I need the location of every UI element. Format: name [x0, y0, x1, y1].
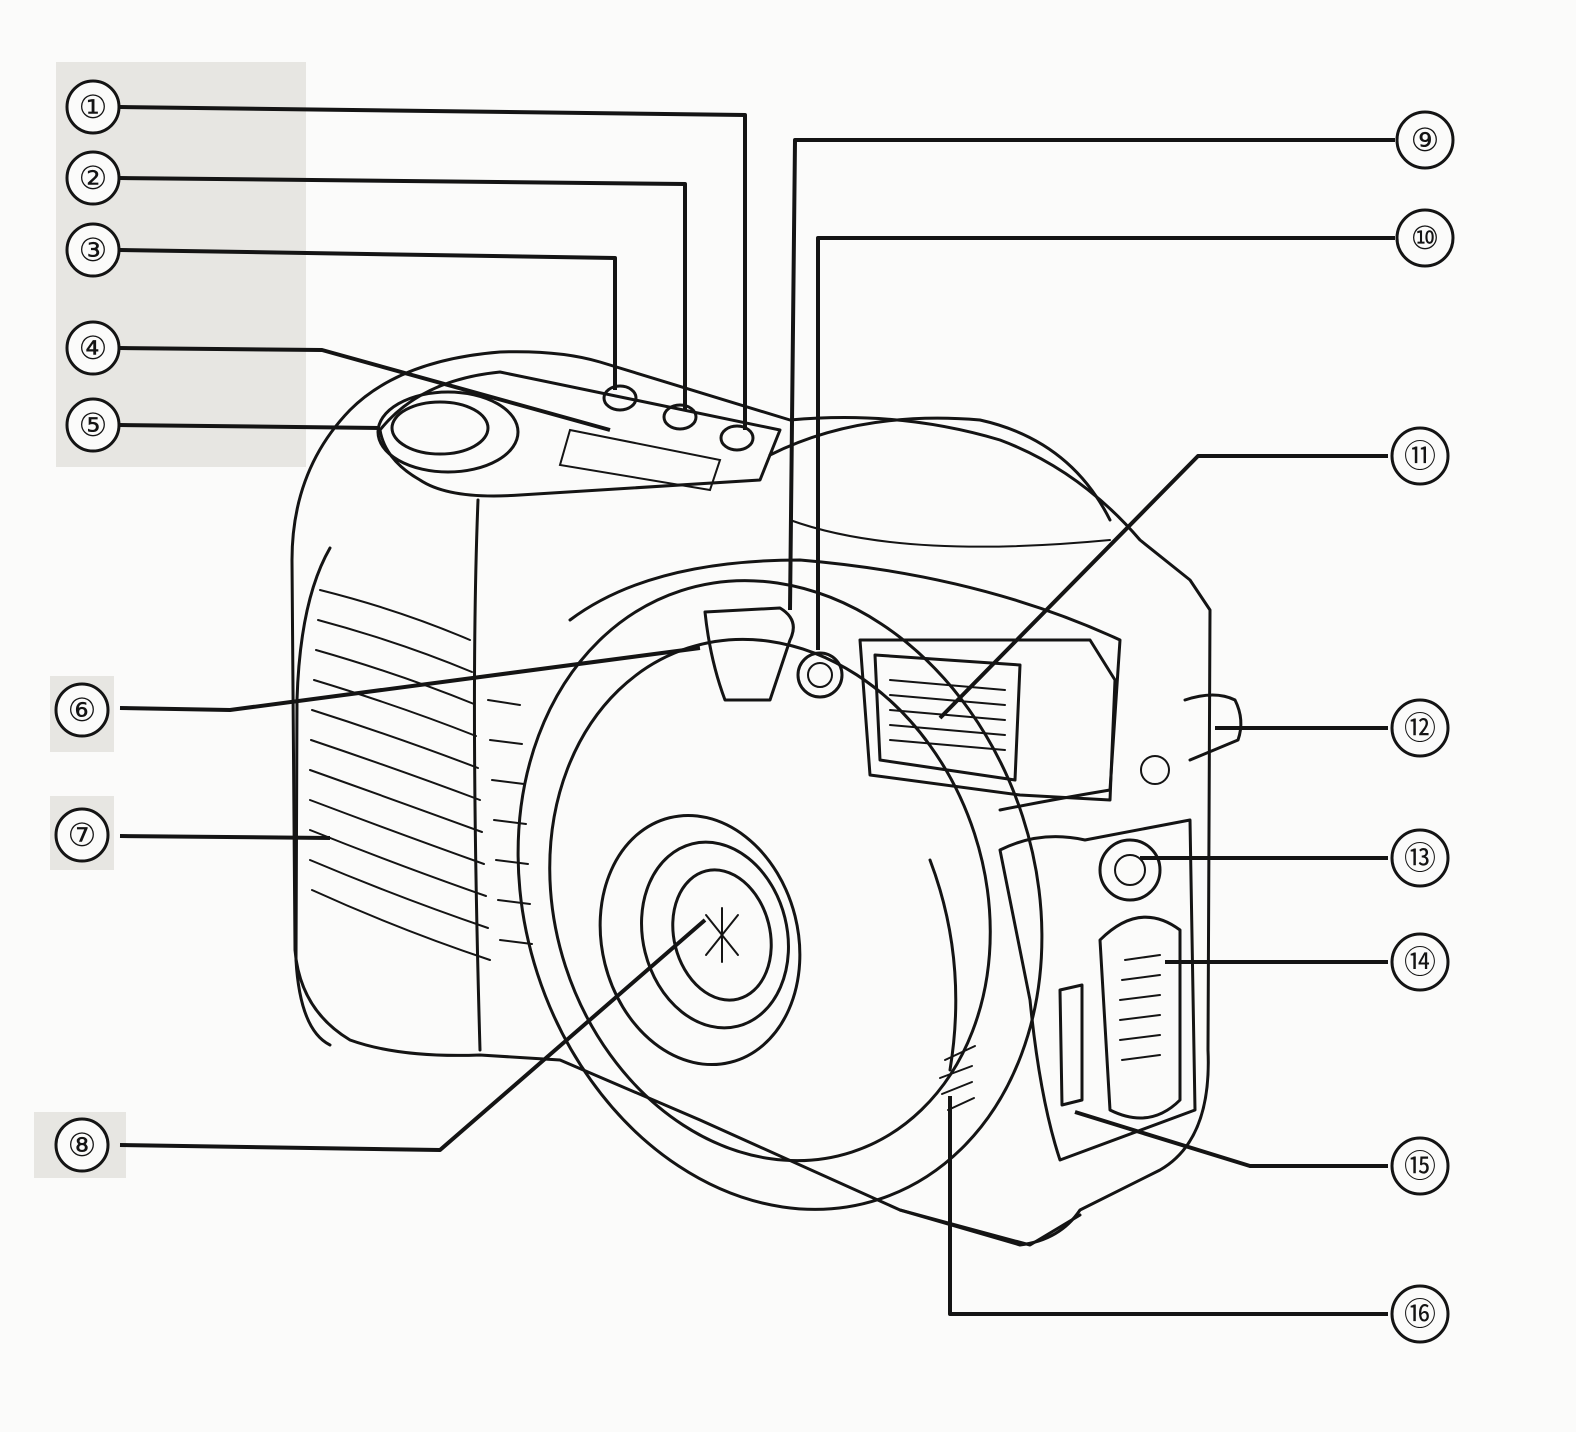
top-button-b — [662, 403, 698, 431]
callout-13: ⑬ — [1390, 828, 1450, 888]
lens-side-slot — [928, 858, 958, 1072]
lens-barrel-outer — [516, 579, 1044, 1211]
callout-2: ② — [65, 150, 121, 206]
af-sensor-inner — [807, 662, 833, 688]
callout-11-label: ⑪ — [1404, 437, 1436, 475]
leader-8 — [119, 918, 707, 1152]
callout-6-label: ⑥ — [68, 691, 97, 729]
callout-7: ⑦ — [54, 807, 110, 863]
callout-2-label: ② — [79, 159, 108, 197]
grip-seam — [472, 498, 482, 1052]
callout-5-label: ⑤ — [79, 406, 108, 444]
flash-hump-edge — [789, 519, 1111, 548]
side-compartment — [998, 818, 1197, 1162]
top-button-c — [719, 424, 755, 452]
leader-7 — [119, 834, 331, 840]
callout-10-label: ⑩ — [1411, 219, 1440, 257]
callout-5: ⑤ — [65, 397, 121, 453]
leader-5 — [119, 423, 381, 430]
top-plate — [378, 370, 782, 498]
flash-housing — [858, 638, 1117, 802]
battery-cover — [1098, 915, 1182, 1120]
leader-4 — [119, 346, 611, 432]
lens-shutter-star — [705, 907, 739, 963]
shutter-release-button — [376, 390, 520, 474]
front-panel — [568, 558, 1122, 812]
leader-6 — [119, 646, 701, 712]
leader-16 — [948, 1096, 1388, 1316]
callout-9-label: ⑨ — [1411, 121, 1440, 159]
camera-body-outline — [290, 350, 1212, 1247]
callout-11: ⑪ — [1390, 426, 1450, 486]
callout-3: ③ — [65, 222, 121, 278]
viewfinder-window — [703, 606, 795, 702]
base-plate — [898, 1208, 1082, 1247]
shutter-release-inner — [390, 400, 490, 456]
callout-15: ⑮ — [1390, 1136, 1450, 1196]
callout-16-label: ⑯ — [1404, 1295, 1436, 1333]
callout-7-label: ⑦ — [68, 816, 97, 854]
tripod-screw — [1098, 838, 1162, 902]
leader-11 — [938, 454, 1388, 720]
af-sensor — [796, 651, 844, 699]
leader-3 — [119, 248, 617, 390]
leader-lines — [119, 105, 1395, 1316]
callout-15-label: ⑮ — [1404, 1147, 1436, 1185]
tripod-screw-inner — [1114, 854, 1146, 886]
callout-4: ④ — [65, 320, 121, 376]
callout-6: ⑥ — [54, 682, 110, 738]
lens-mount — [598, 813, 802, 1067]
battery-cover-ribs — [1119, 954, 1161, 1061]
grip-texture — [309, 589, 533, 961]
callout-9: ⑨ — [1395, 110, 1455, 170]
callout-14: ⑭ — [1390, 932, 1450, 992]
lens-ring — [640, 840, 790, 1030]
callout-12: ⑫ — [1390, 698, 1450, 758]
flash-hump — [768, 416, 1112, 522]
callout-3-label: ③ — [79, 231, 108, 269]
zoom-ridges — [939, 1045, 976, 1111]
callout-1: ① — [65, 79, 121, 135]
leader-9 — [788, 138, 1395, 611]
callout-8: ⑧ — [54, 1117, 110, 1173]
callout-8-label: ⑧ — [68, 1126, 97, 1164]
leader-10 — [816, 236, 1395, 650]
leader-1 — [119, 105, 747, 430]
callout-1-label: ① — [79, 88, 108, 126]
callout-12-label: ⑫ — [1404, 709, 1436, 747]
callout-10: ⑩ — [1395, 208, 1455, 268]
camera-icon — [290, 350, 1243, 1247]
callout-4-label: ④ — [79, 329, 108, 367]
flash-window — [873, 653, 1022, 782]
leader-2 — [119, 176, 687, 410]
strap-screw — [1140, 755, 1170, 785]
flash-lens-lines — [889, 679, 1006, 751]
callout-16: ⑯ — [1390, 1284, 1450, 1344]
leader-15 — [1074, 1110, 1388, 1168]
callout-13-label: ⑬ — [1404, 839, 1436, 877]
lcd-panel — [558, 428, 722, 492]
callout-14-label: ⑭ — [1404, 943, 1436, 981]
terminal-slot — [1058, 983, 1084, 1107]
top-button-a — [602, 384, 638, 412]
strap-lug — [1183, 693, 1243, 762]
